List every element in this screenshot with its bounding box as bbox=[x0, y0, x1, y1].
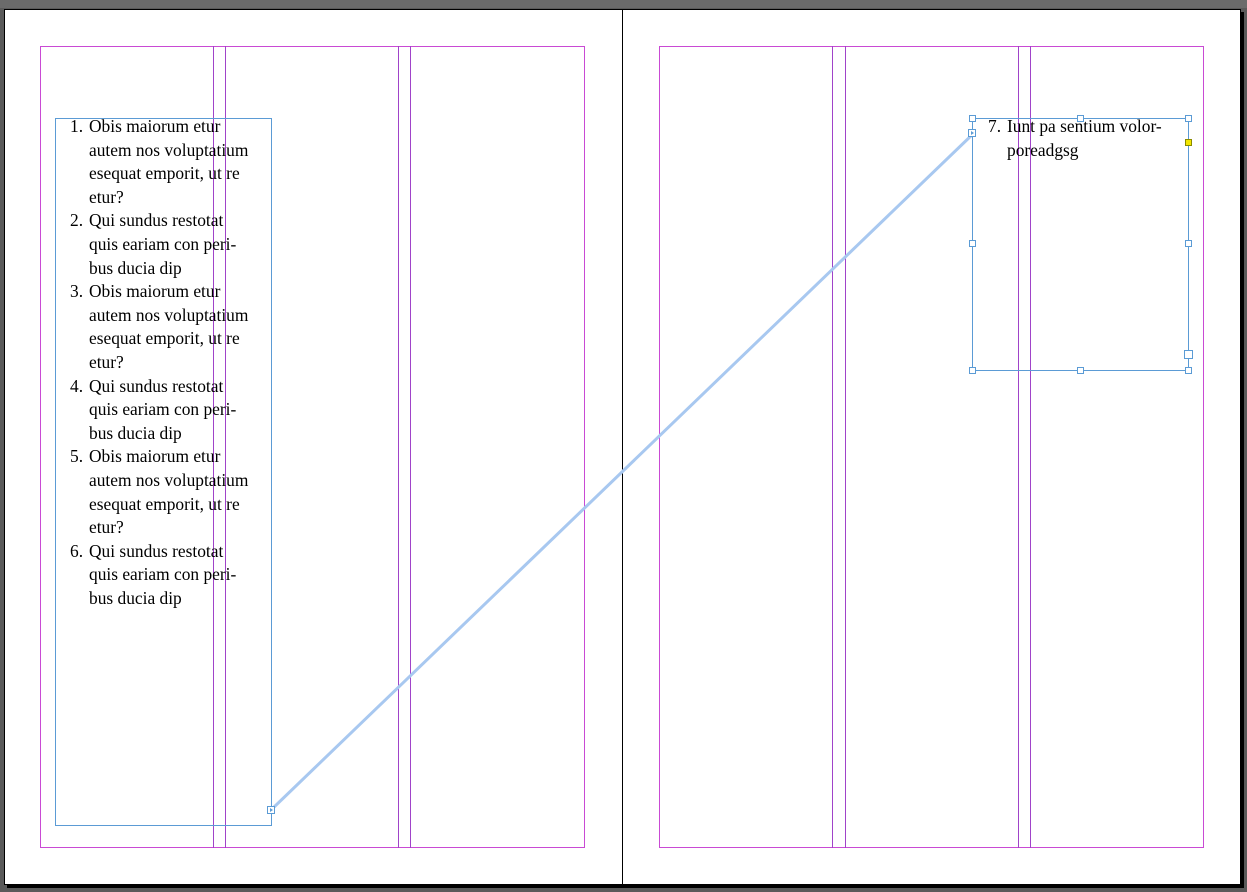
right-frame-in-port-icon[interactable] bbox=[968, 129, 976, 137]
left-page-column-guide[interactable] bbox=[398, 46, 399, 848]
right-page-column-guide[interactable] bbox=[1030, 46, 1031, 848]
list-item[interactable]: 4.Qui sundus restotat quis eariam con pe… bbox=[55, 375, 315, 446]
list-item-text: Qui sundus restotat quis eariam con peri… bbox=[89, 210, 237, 278]
left-frame-numbered-list[interactable]: 1.Obis maiorum etur autem nos voluptatiu… bbox=[55, 115, 315, 610]
list-item-number: 6. bbox=[70, 540, 84, 561]
list-item[interactable]: 6.Qui sundus restotat quis eariam con pe… bbox=[55, 540, 315, 611]
left-frame-out-port-icon[interactable] bbox=[267, 806, 275, 814]
list-item-number: 4. bbox=[70, 375, 84, 396]
resize-handle-top-left[interactable] bbox=[969, 115, 976, 122]
list-item-text: Qui sundus restotat quis eariam con peri… bbox=[89, 540, 237, 608]
list-item-text: Obis maiorum etur autem nos voluptatium … bbox=[89, 116, 249, 207]
resize-handle-top-right[interactable] bbox=[1185, 115, 1192, 122]
list-item[interactable]: 2.Qui sundus restotat quis eariam con pe… bbox=[55, 209, 315, 280]
right-page-column-guide[interactable] bbox=[845, 46, 846, 848]
resize-handle-middle-right[interactable] bbox=[1185, 240, 1192, 247]
list-item[interactable]: 7.Iunt pa sentium volor- poreadgsg bbox=[973, 115, 1203, 162]
list-item-number: 2. bbox=[70, 210, 84, 231]
list-item[interactable]: 5.Obis maiorum etur autem nos voluptatiu… bbox=[55, 445, 315, 539]
list-item-text: Obis maiorum etur autem nos voluptatium … bbox=[89, 281, 249, 372]
left-page-column-guide[interactable] bbox=[213, 46, 214, 848]
list-item[interactable]: 1.Obis maiorum etur autem nos voluptatiu… bbox=[55, 115, 315, 209]
left-page-column-guide[interactable] bbox=[410, 46, 411, 848]
window-top-edge bbox=[0, 0, 1247, 8]
right-frame-numbered-list[interactable]: 7.Iunt pa sentium volor- poreadgsg bbox=[973, 115, 1203, 162]
right-page-column-guide[interactable] bbox=[1018, 46, 1019, 848]
list-item-number: 1. bbox=[70, 116, 84, 136]
resize-handle-top-middle[interactable] bbox=[1077, 115, 1084, 122]
list-item-text: Iunt pa sentium volor- poreadgsg bbox=[1007, 116, 1162, 160]
resize-handle-bottom-left[interactable] bbox=[969, 367, 976, 374]
list-item-number: 3. bbox=[70, 281, 84, 302]
list-item-text: Obis maiorum etur autem nos voluptatium … bbox=[89, 446, 249, 538]
spread-spine bbox=[622, 9, 623, 885]
resize-handle-middle-left[interactable] bbox=[969, 240, 976, 247]
resize-handle-bottom-middle[interactable] bbox=[1077, 367, 1084, 374]
left-text-frame[interactable] bbox=[55, 118, 272, 826]
right-page-column-guide[interactable] bbox=[832, 46, 833, 848]
right-frame-out-port-icon[interactable] bbox=[1184, 350, 1193, 359]
list-item[interactable]: 3.Obis maiorum etur autem nos voluptatiu… bbox=[55, 280, 315, 374]
list-item-text: Qui sundus restotat quis eariam con peri… bbox=[89, 375, 237, 443]
live-corner-handle-icon[interactable] bbox=[1185, 139, 1192, 146]
resize-handle-bottom-right[interactable] bbox=[1185, 367, 1192, 374]
list-item-number: 7. bbox=[988, 116, 1002, 136]
left-page-column-guide[interactable] bbox=[225, 46, 226, 848]
list-item-number: 5. bbox=[70, 446, 84, 467]
